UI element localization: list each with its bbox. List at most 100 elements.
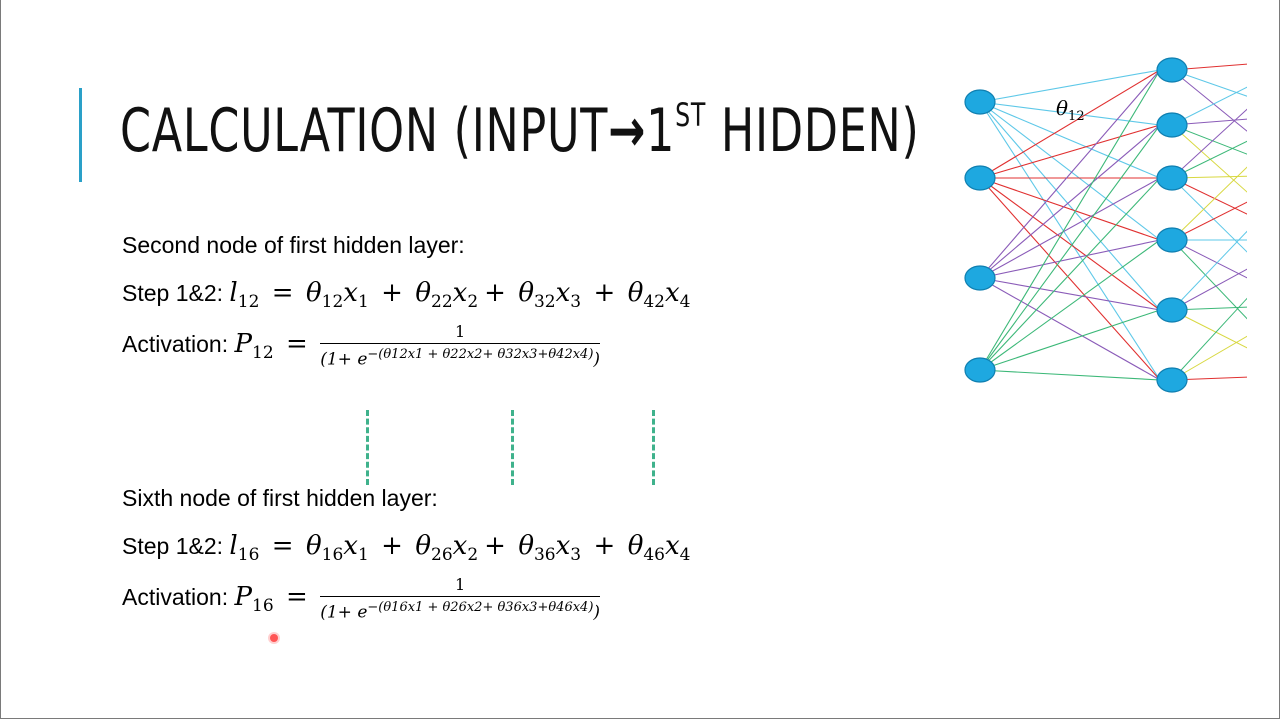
edge-hidden-4-next-2 [1171,166,1247,241]
hidden-node-4 [1156,227,1188,253]
title-number: 1 [646,96,676,166]
second-activation-label: Activation: [122,330,229,357]
edge-hidden-5-next-5 [1171,306,1247,311]
edge-hidden-5-next-4 [1171,268,1247,311]
edge-input-3-hidden-4 [979,239,1161,279]
edge-hidden-2-next-4 [1171,124,1247,193]
sixth-numerator: 1 [455,575,466,594]
second-term-4: θ42x4 [627,278,691,313]
sixth-term-2: θ26x2 [415,531,479,566]
second-term-3: θ32x3 [518,278,582,313]
edge-hidden-4-next-5 [1171,239,1247,279]
edge-input-4-hidden-6 [979,369,1161,381]
input-node-2 [964,165,996,191]
edge-hidden-5-next-3 [1171,230,1247,311]
edge-hidden-6-next-5 [1171,335,1247,381]
second-term-2: θ22x2 [415,278,479,313]
sixth-l-symbol: l16 [229,531,260,566]
second-numerator: 1 [455,322,466,341]
edge-hidden-6-next-6 [1171,376,1247,381]
sixth-activation-label: Activation: [122,583,229,610]
edge-input-2-hidden-6 [979,177,1161,381]
sixth-exponent: −(θ16x1 + θ26x2+ θ36x3+θ46x4) [367,600,594,615]
sixth-step-equation: Step 1&2: l16 = θ16x1 + θ26x2+ θ36x3 + θ… [122,531,691,566]
second-term-1: θ12x1 [305,278,369,313]
edge-input-1-hidden-5 [979,101,1161,311]
hidden-node-6 [1156,367,1188,393]
edge-input-3-hidden-2 [979,124,1161,279]
edge-hidden-3-next-1 [1171,108,1247,179]
edge-input-1-hidden-1 [979,69,1161,103]
title-suffix: HIDDEN) [706,96,920,166]
edge-input-2-hidden-2 [979,124,1161,179]
edge-input-4-hidden-3 [979,177,1161,371]
edge-hidden-2-next-1 [1171,86,1247,126]
continuation-dash-3 [652,410,655,485]
second-l-symbol: l12 [229,278,260,313]
sixth-node-heading: Sixth node of first hidden layer: [122,485,438,511]
edge-hidden-3-next-3 [1171,175,1247,179]
weight-label: θ12 [1056,96,1085,124]
arrow-icon: → [608,96,647,166]
second-p-symbol: P12 [234,328,274,364]
edge-input-4-hidden-5 [979,309,1161,371]
sixth-sigmoid-fraction: 1 (1+ e−(θ16x1 + θ26x2+ θ36x3+θ46x4)) [320,575,601,623]
title-text: CALCULATION (INPUT [120,96,609,166]
sixth-term-1: θ16x1 [305,531,369,566]
input-node-1 [964,89,996,115]
hidden-node-5 [1156,297,1188,323]
edge-input-4-hidden-2 [979,124,1161,371]
edge-input-4-hidden-1 [979,69,1161,371]
hidden-node-1 [1156,57,1188,83]
edge-hidden-1-next-1 [1171,63,1247,71]
second-node-heading: Second node of first hidden layer: [122,232,465,258]
second-step-label: Step 1&2: [122,280,224,306]
edge-hidden-2-next-3 [1171,124,1247,155]
edge-hidden-1-next-2 [1171,69,1247,97]
network-edges [979,63,1247,381]
continuation-dash-1 [366,410,369,485]
second-sigmoid-fraction: 1 (1+ e−(θ12x1 + θ22x2+ θ32x3+θ42x4)) [320,322,601,370]
second-exponent: −(θ12x1 + θ22x2+ θ32x3+θ42x4) [367,347,594,362]
sixth-p-symbol: P16 [234,581,274,617]
edge-hidden-6-next-4 [1171,297,1247,381]
sixth-step-label: Step 1&2: [122,533,224,559]
edge-input-3-hidden-3 [979,177,1161,279]
edge-hidden-5-next-6 [1171,309,1247,349]
hidden-node-3 [1156,165,1188,191]
edge-input-1-hidden-2 [979,101,1161,126]
edge-input-1-hidden-6 [979,101,1161,381]
edge-hidden-3-next-2 [1171,140,1247,179]
edge-input-4-hidden-4 [979,239,1161,371]
input-node-3 [964,265,996,291]
laser-pointer-icon [270,634,278,642]
edge-input-2-hidden-1 [979,69,1161,179]
title-superscript: ST [675,96,707,134]
edge-hidden-4-next-6 [1171,239,1247,320]
second-activation-equation: Activation: P12 = 1 (1+ e−(θ12x1 + θ22x2… [122,322,601,370]
title-accent-bar [79,88,82,182]
edge-hidden-3-next-5 [1171,177,1247,253]
edge-input-3-hidden-5 [979,277,1161,311]
second-denominator: (1+ e−(θ12x1 + θ22x2+ θ32x3+θ42x4)) [320,343,601,370]
edge-input-3-hidden-6 [979,277,1161,381]
sixth-term-3: θ36x3 [518,531,582,566]
sixth-activation-equation: Activation: P16 = 1 (1+ e−(θ16x1 + θ26x2… [122,575,601,623]
sixth-denominator: (1+ e−(θ16x1 + θ26x2+ θ36x3+θ46x4)) [320,596,601,623]
sixth-term-4: θ46x4 [627,531,691,566]
edge-input-3-hidden-1 [979,69,1161,279]
hidden-node-2 [1156,112,1188,138]
edge-hidden-2-next-2 [1171,118,1247,126]
edge-input-2-hidden-4 [979,177,1161,241]
input-node-4 [964,357,996,383]
edge-input-2-hidden-5 [979,177,1161,311]
edge-hidden-1-next-3 [1171,69,1247,132]
edge-input-1-hidden-4 [979,101,1161,241]
network-nodes [964,57,1188,393]
continuation-dash-2 [511,410,514,485]
second-step-equation: Step 1&2: l12 = θ12x1 + θ22x2+ θ32x3 + θ… [122,278,691,313]
slide-title: CALCULATION (INPUT→1ST HIDDEN) [120,96,920,176]
neural-network-diagram: θ12 [964,57,1247,393]
edge-hidden-4-next-3 [1171,201,1247,241]
edge-hidden-3-next-4 [1171,177,1247,215]
